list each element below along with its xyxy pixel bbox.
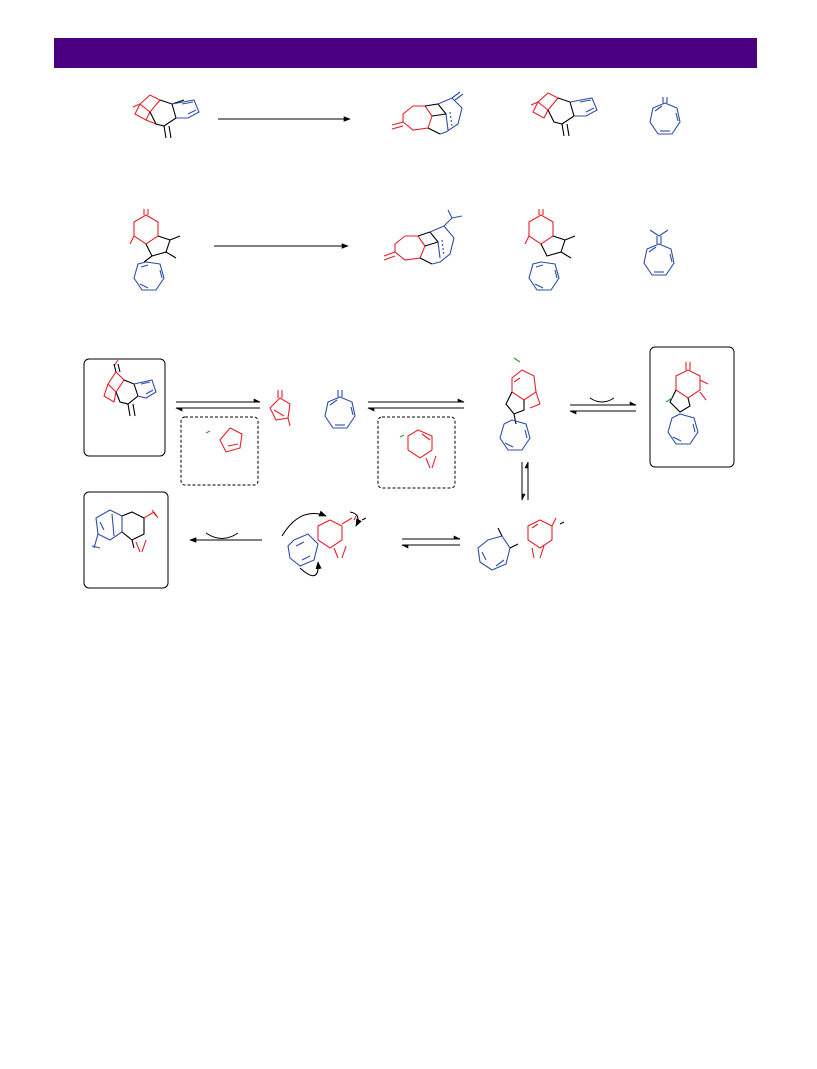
equilibrium-arrows-4 — [401, 535, 461, 549]
heptafulvene-reactant — [324, 390, 356, 429]
boxed-bridged-product — [91, 509, 159, 553]
dimethylheptafulvene — [643, 229, 675, 276]
cyclohexyl-intermediate — [499, 357, 541, 451]
header-banner — [54, 38, 757, 68]
cyclopentenylidene — [269, 390, 291, 427]
bicyclic-cycloadduct-copy — [530, 92, 598, 137]
bridged-tricycle-product — [383, 209, 463, 265]
equilibrium-arrows-vertical — [521, 461, 529, 501]
open-chain-intermediate — [477, 517, 565, 571]
boxed-spiro-product-frame — [649, 346, 735, 468]
equilibrium-arrows-1 — [175, 398, 261, 412]
bicyclic-cycloadduct — [132, 94, 200, 139]
cyclohexenyl-reagent — [399, 429, 437, 469]
boxed-spiro-product — [665, 362, 709, 445]
spiro-tetracycle — [129, 209, 181, 291]
dashed-box-2 — [377, 416, 456, 489]
dashed-box-1 — [180, 416, 259, 486]
spiro-tetracycle-copy — [524, 209, 576, 291]
forward-arrow-row4 — [189, 532, 262, 543]
fused-tricycle-product — [391, 91, 464, 135]
equilibrium-arrows-2 — [367, 398, 465, 412]
boxed-cycloadduct-frame — [83, 358, 166, 457]
cyclopentenyl-reagent — [205, 427, 243, 453]
curved-arrow-transition-state — [281, 510, 367, 577]
boxed-bridged-product-frame — [83, 491, 169, 589]
equilibrium-arrows-3 — [569, 397, 637, 415]
heptafulvene — [649, 97, 681, 135]
boxed-cycloadduct — [103, 359, 157, 417]
